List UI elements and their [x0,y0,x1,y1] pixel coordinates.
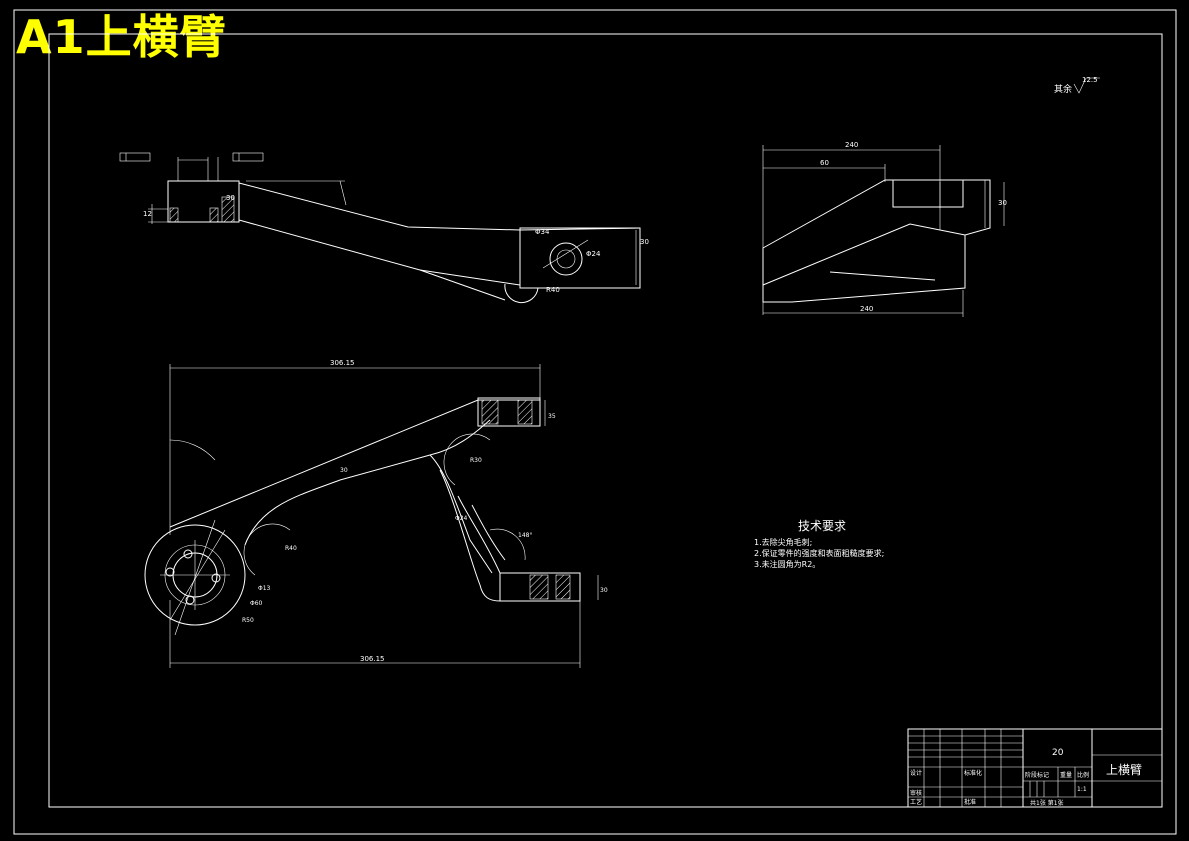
title-block-stage-label: 阶段标记 [1025,771,1049,779]
title-block: 20 上横臂 1:1 设计 标准化 审核 工艺 批准 阶段标记 重量 比例 共1… [907,728,1163,808]
top-dim-left: 60 [820,159,829,167]
main-dim-radius1: R40 [285,545,297,552]
title-block-design-label: 设计 [910,769,922,777]
front-dim-end-height: 30 [640,238,649,246]
title-block-process-label: 工艺 [910,798,922,806]
main-dim-width1: 35 [548,413,556,420]
title-block-scale: 1:1 [1077,786,1087,793]
top-dim-bottom: 240 [860,305,873,313]
main-dim-width2: 30 [340,467,348,474]
tech-requirement-2: 2.保证零件的强度和表面粗糙度要求; [754,548,884,558]
top-dim-length: 240 [845,141,858,149]
title-block-review-label: 审核 [910,789,922,797]
title-block-approve-label: 批准 [964,798,976,806]
main-dim-hole-pcd: Φ60 [250,600,263,607]
tech-requirements: 技术要求 1.去除尖角毛刺; 2.保证零件的强度和表面粗糙度要求; 3.未注圆角… [754,519,884,569]
tech-requirement-1: 1.去除尖角毛刺; [754,537,812,547]
front-view: 30 Φ34 Φ24 R40 12 30 [119,152,649,304]
front-dim-bore2: Φ24 [586,250,601,258]
inner-frame [48,33,1163,808]
front-dim-radius1: R40 [546,286,560,294]
title-block-standard-label: 标准化 [964,769,982,777]
title-block-sheets: 共1张 第1张 [1030,799,1064,807]
main-dim-radius-hub: R50 [242,617,254,624]
main-dim-bore-b: Φ24 [455,515,468,522]
title-block-part-name: 上横臂 [1106,763,1142,777]
front-dim-width2: 30 [226,194,235,202]
roughness-label: 其余 [1054,83,1072,95]
main-dim-hole-small: Φ13 [258,585,271,592]
tech-requirements-title: 技术要求 [798,519,846,533]
main-view: 306.15 306.15 Φ13 Φ60 R50 35 [144,359,608,668]
tech-requirement-3: 3.未注圆角为R2。 [754,559,820,569]
main-dim-bottom-overall: 306.15 [360,655,385,663]
main-dim-angle: 148° [518,532,532,539]
main-dim-top-overall: 306.15 [330,359,355,367]
roughness-note: 其余 12.5 [1054,76,1100,95]
front-dim-bore: Φ34 [535,228,550,236]
drawing-banner-title: A1上横臂 [16,10,227,64]
outer-border [13,9,1177,835]
main-dim-radius3: R30 [470,457,482,464]
main-dim-end: 30 [600,587,608,594]
title-block-weight-label: 重量 [1060,771,1072,779]
title-block-scale-label: 比例 [1077,771,1089,779]
roughness-value: 12.5 [1082,76,1098,84]
top-dim-height: 30 [998,199,1007,207]
front-dim-small: 12 [143,210,152,218]
top-view: 240 60 30 240 [762,141,1007,317]
title-block-material: 20 [1052,748,1064,758]
